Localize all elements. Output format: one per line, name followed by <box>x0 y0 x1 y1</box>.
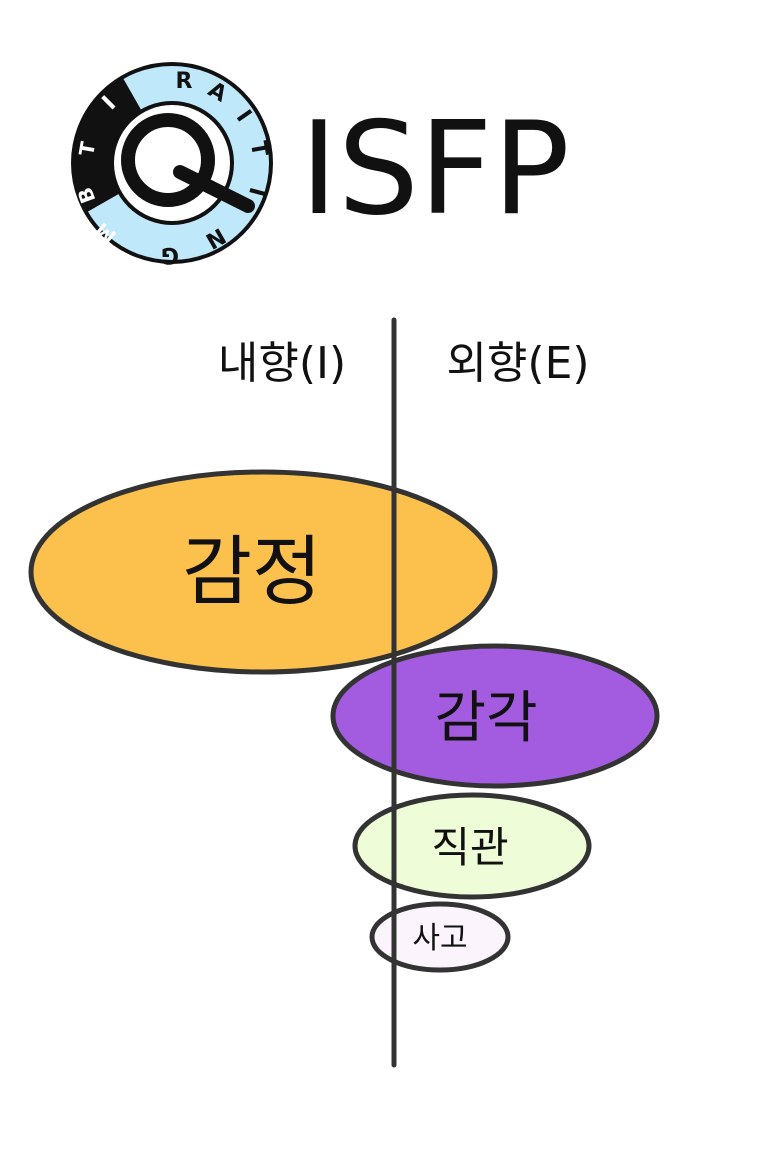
function-label-3: 직관 <box>431 823 508 872</box>
logo-q-tail <box>173 165 255 213</box>
function-bubble-4: 사고 <box>369 901 511 973</box>
logo-letter-g: G <box>161 242 179 267</box>
type-code-title: ISFP <box>300 95 570 244</box>
function-label-2: 감각 <box>434 686 537 751</box>
function-ellipse-1 <box>28 469 498 675</box>
function-bubble-2: 감각 <box>330 643 660 789</box>
logo-ring-dark <box>73 77 142 213</box>
function-bubble-3: 직관 <box>352 792 592 900</box>
logo-letter-t: T <box>245 139 272 158</box>
extraverted-label: 외향(E) <box>446 338 589 389</box>
function-label-1: 감정 <box>182 527 322 616</box>
function-ellipse-3 <box>352 792 592 900</box>
function-ellipse-2 <box>330 643 660 789</box>
function-bubble-1: 감정 <box>28 469 498 675</box>
function-label-4: 사고 <box>412 921 467 956</box>
function-ellipse-4 <box>369 901 511 973</box>
logo-q-bowl <box>121 113 215 207</box>
introverted-label: 내향(I) <box>218 338 346 389</box>
logo-letter-r: R <box>176 69 193 94</box>
mbti-raiting-q-logo-icon: R A I T I N G M B T I <box>71 62 273 267</box>
logo-letter-t2: T <box>74 140 100 158</box>
